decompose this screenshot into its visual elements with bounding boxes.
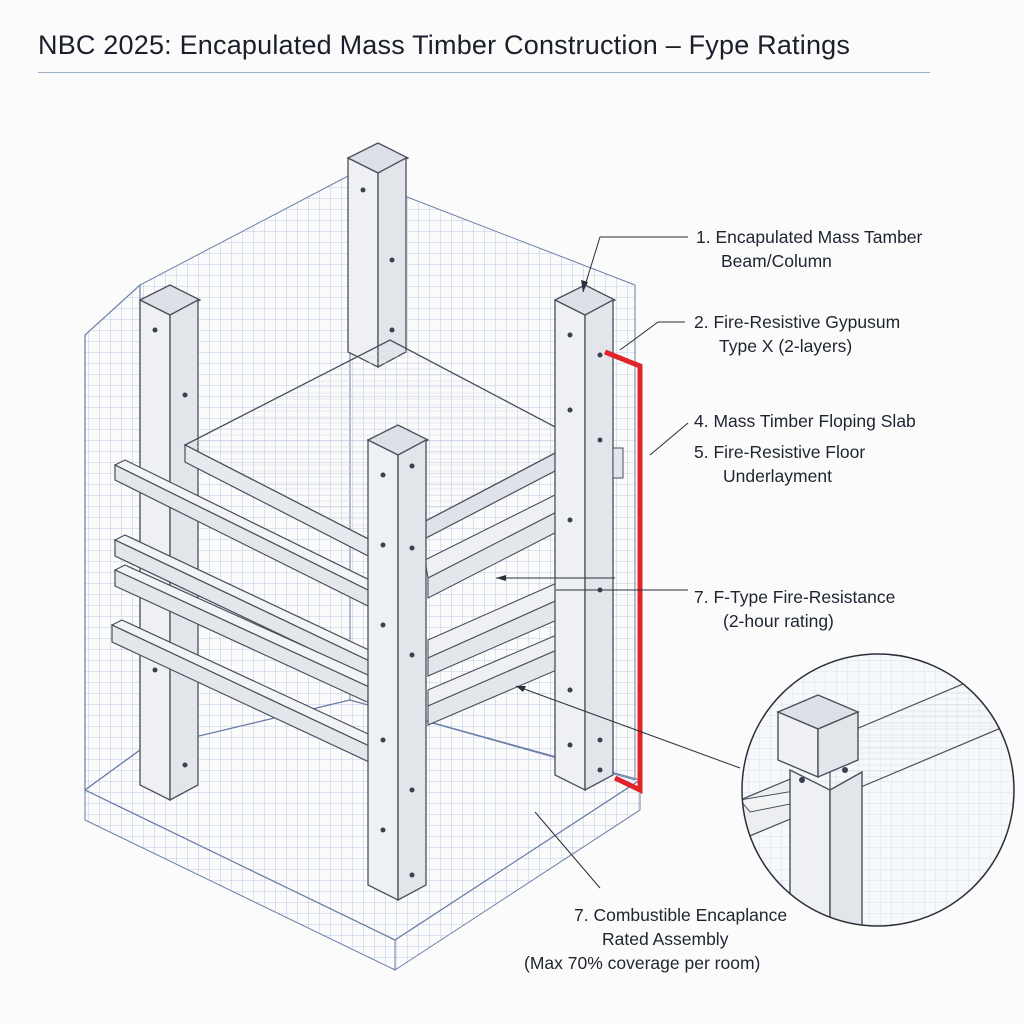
left-grid-wall bbox=[84, 283, 141, 792]
leader-lines bbox=[496, 236, 741, 889]
callout-5-number: 5. bbox=[694, 442, 709, 462]
callout-7b-line3: (Max 70% coverage per room) bbox=[524, 953, 761, 973]
callout-5-line1: Fire-Resistive Floor bbox=[713, 442, 866, 462]
floor-slabs bbox=[110, 339, 582, 769]
callout-7b-number: 7. bbox=[574, 905, 589, 925]
callout-7-fire-resistance: 7. F-Type Fire-Resistance (2-hour rating… bbox=[694, 585, 895, 633]
detail-magnifier bbox=[741, 653, 1015, 927]
callout-4: 4. Mass Timber Floping Slab bbox=[694, 409, 916, 433]
callout-7a-line2: (2-hour rating) bbox=[723, 611, 834, 631]
fire-rating-line bbox=[604, 349, 643, 794]
callout-1: 1. Encapulated Mass Tamber Beam/Column bbox=[696, 225, 922, 273]
title-divider bbox=[38, 72, 930, 73]
callout-2-line1: Fire-Resistive Gypusum bbox=[713, 312, 901, 332]
callout-1-line1: Encapulated Mass Tamber bbox=[715, 227, 923, 247]
callout-5-line2: Underlayment bbox=[723, 466, 832, 486]
callout-7a-line1: F-Type Fire-Resistance bbox=[713, 587, 896, 607]
callout-7-combustible: 7. Combustible Encaplance Rated Assembly… bbox=[524, 903, 787, 975]
callout-5: 5. Fire-Resistive Floor Underlayment bbox=[694, 440, 865, 488]
callout-2-line2: Type X (2-layers) bbox=[719, 336, 853, 356]
column-right bbox=[553, 284, 624, 792]
column-front bbox=[366, 424, 430, 902]
callout-4-number: 4. bbox=[694, 411, 709, 431]
column-back bbox=[346, 142, 410, 369]
callout-2: 2. Fire-Resistive Gypusum Type X (2-laye… bbox=[694, 310, 900, 358]
callout-1-line2: Beam/Column bbox=[721, 251, 832, 271]
callout-2-number: 2. bbox=[694, 312, 709, 332]
callout-1-number: 1. bbox=[696, 227, 711, 247]
callout-7b-line1: Combustible Encaplance bbox=[593, 905, 788, 925]
callout-7a-number: 7. bbox=[694, 587, 709, 607]
page-title: NBC 2025: Encapulated Mass Timber Constr… bbox=[38, 30, 851, 60]
callout-4-line1: Mass Timber Floping Slab bbox=[713, 411, 916, 431]
column-back-left bbox=[138, 284, 202, 802]
callout-7b-line2: Rated Assembly bbox=[602, 929, 729, 949]
